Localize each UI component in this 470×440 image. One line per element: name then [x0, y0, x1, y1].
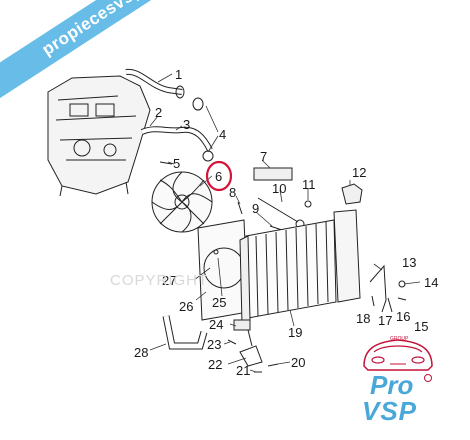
- callout-17: 17: [378, 313, 393, 328]
- callout-27: 27: [162, 273, 177, 288]
- logo-vsp: VSP: [362, 396, 418, 426]
- tie-rod: [257, 197, 299, 223]
- callout-20: 20: [291, 355, 306, 370]
- engine-block: [47, 75, 151, 197]
- copyright-watermark: COPYRIGHT: [110, 272, 209, 289]
- callout-4: 4: [219, 127, 227, 142]
- bolt-5: [159, 161, 173, 165]
- callout-24: 24: [209, 317, 224, 332]
- hose-upper: [125, 68, 185, 99]
- hose-lower: [140, 126, 213, 152]
- callout-2: 2: [155, 105, 163, 120]
- callout-8: 8: [229, 185, 237, 200]
- callout-16: 16: [396, 309, 411, 324]
- lower-pipe: [162, 315, 208, 350]
- bolt-18: [371, 295, 375, 307]
- callout-19: 19: [288, 325, 303, 340]
- callout-21: 21: [236, 363, 251, 378]
- lower-mount: [233, 319, 253, 347]
- callout-23: 23: [207, 337, 222, 352]
- provsp-logo: GROUP Pro VSP: [356, 326, 440, 426]
- callout-7: 7: [260, 149, 268, 164]
- logo-pro: Pro: [370, 370, 414, 400]
- callout-12: 12: [352, 165, 367, 180]
- bolt-23: [227, 339, 237, 345]
- bracket-13: [369, 264, 387, 313]
- callout-11: 11: [302, 177, 316, 192]
- callout-14: 14: [424, 275, 439, 290]
- logo-dot-icon: [424, 374, 432, 382]
- nut-11: [304, 200, 312, 208]
- callout-26: 26: [179, 299, 194, 314]
- cooling-fan: [151, 171, 213, 233]
- bolt-20: [267, 363, 279, 367]
- callout-15: 15: [414, 319, 429, 334]
- leader-lines: [149, 73, 421, 373]
- callout-13: 13: [402, 255, 417, 270]
- callout-5: 5: [173, 156, 181, 171]
- callout-28: 28: [134, 345, 149, 360]
- logo-group-label: GROUP: [390, 336, 409, 342]
- radiator: [239, 209, 361, 325]
- callout-1: 1: [175, 67, 183, 82]
- highlight-ring: [205, 160, 233, 192]
- callout-3: 3: [183, 117, 191, 132]
- callout-22: 22: [208, 357, 223, 372]
- callout-18: 18: [356, 311, 371, 326]
- callout-6: 6: [215, 169, 223, 184]
- foam-strip: [253, 167, 293, 181]
- callout-10: 10: [272, 181, 287, 196]
- hose-clamps: [192, 97, 214, 162]
- bolt-17: [387, 297, 393, 313]
- bracket-22: [239, 345, 263, 367]
- bolt-8: [237, 201, 243, 215]
- filler-cap: [341, 183, 363, 205]
- callout-25: 25: [212, 295, 227, 310]
- callout-9: 9: [252, 201, 260, 216]
- car-icon: [363, 339, 433, 371]
- bolt-16: [397, 297, 407, 301]
